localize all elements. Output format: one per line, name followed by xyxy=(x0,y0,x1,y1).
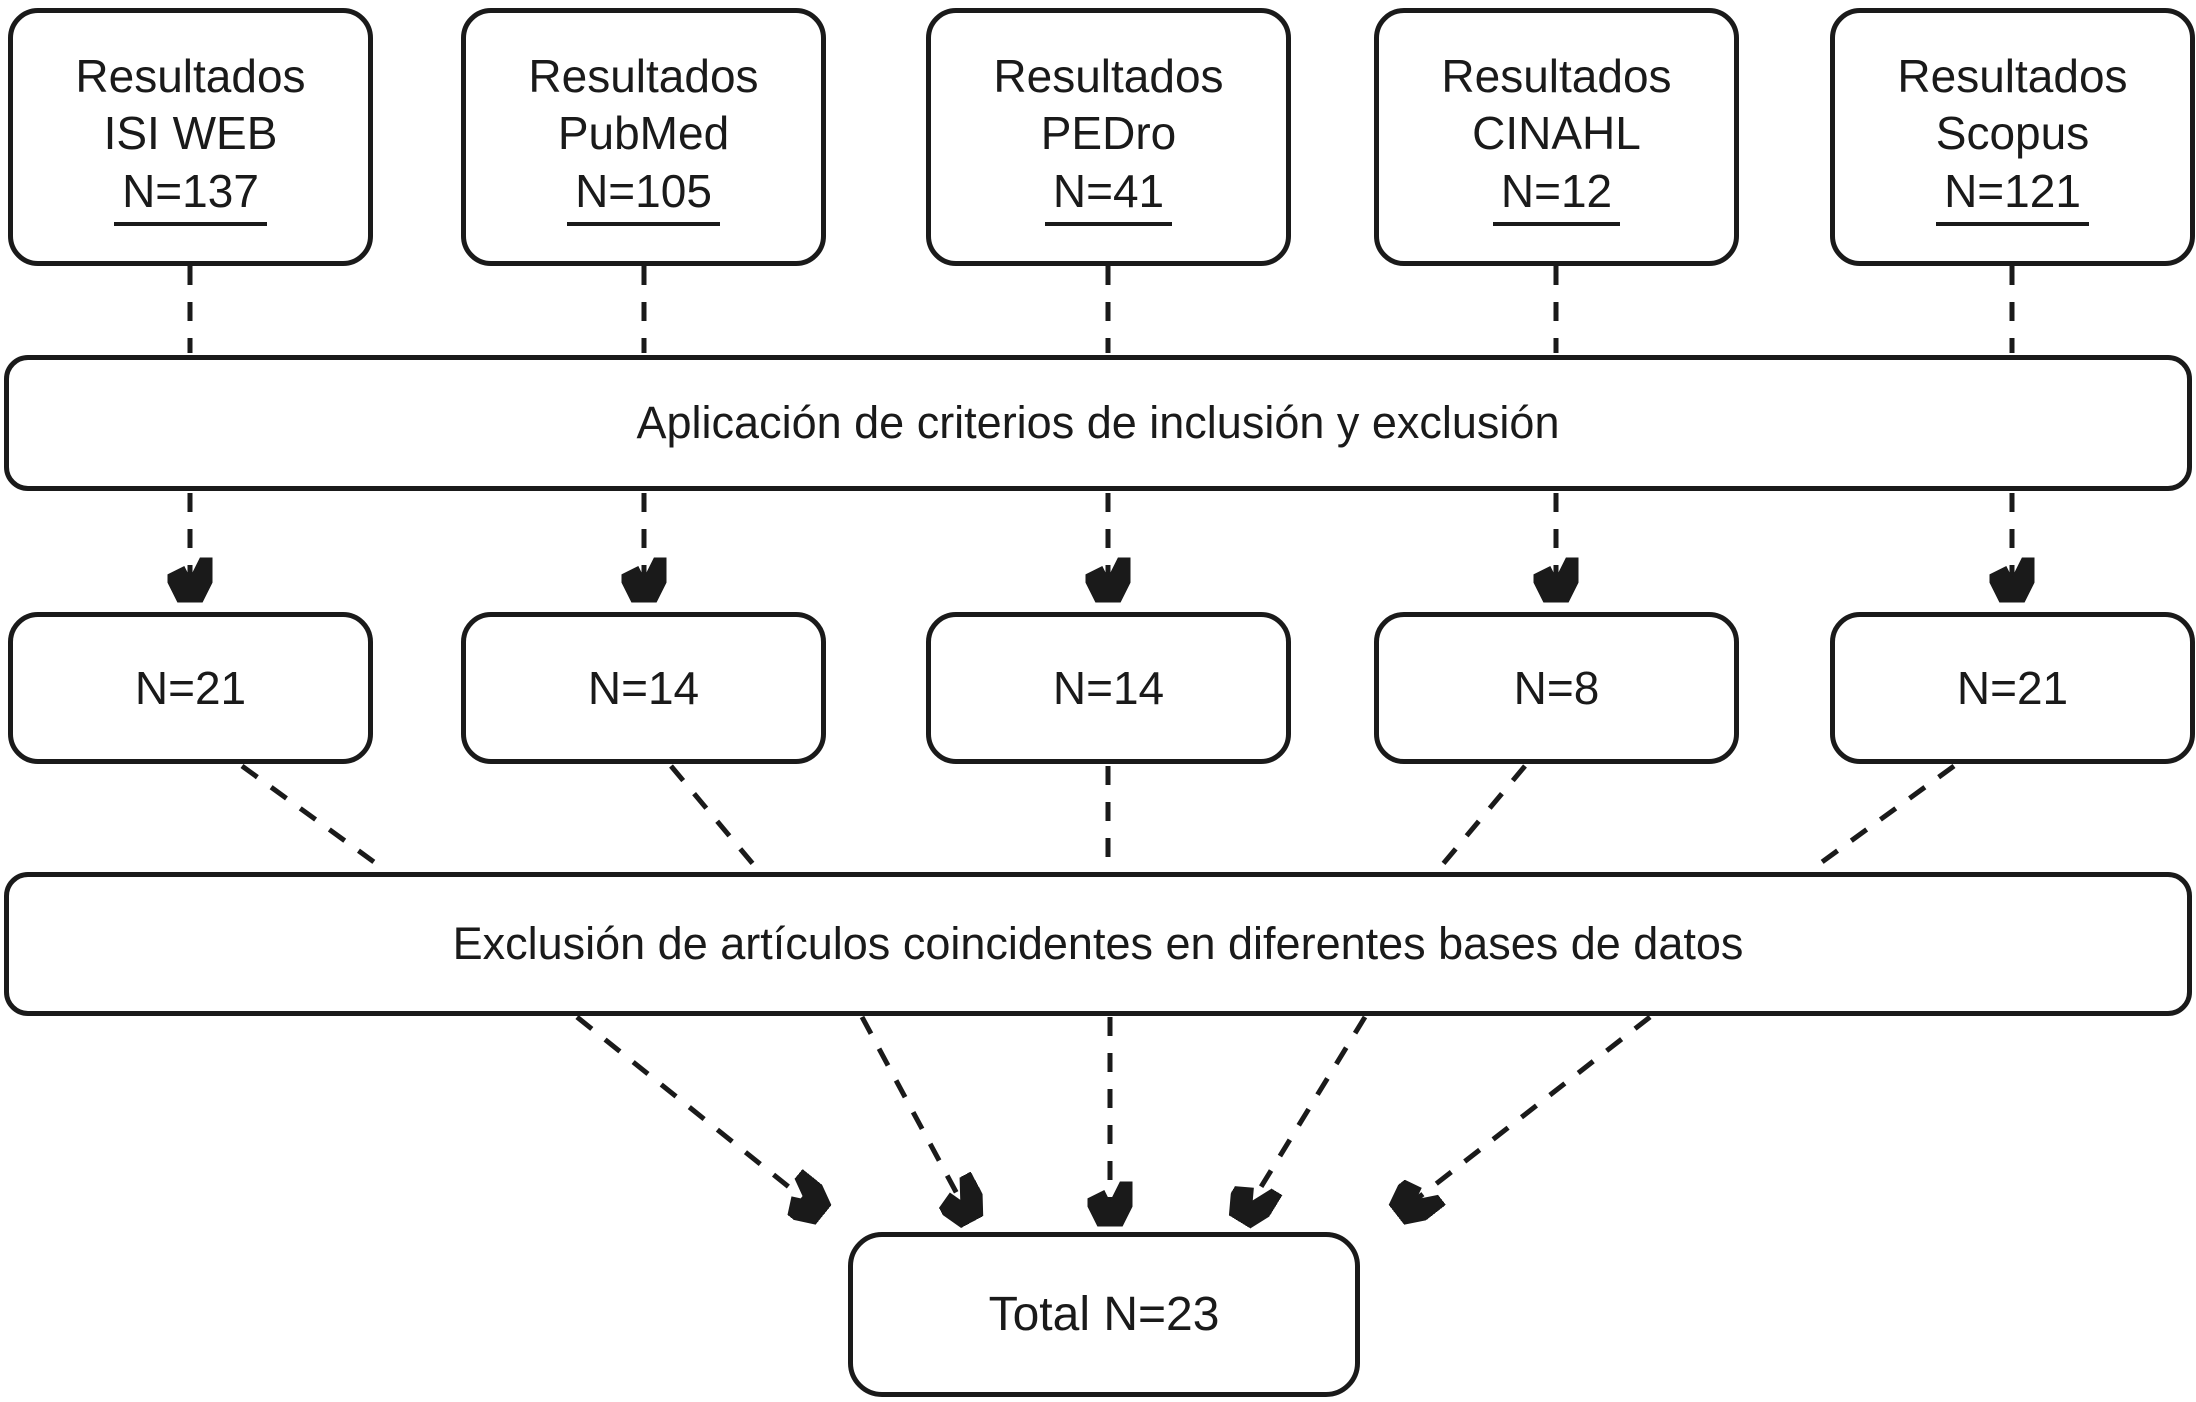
database-name: CINAHL xyxy=(1472,107,1641,160)
results-box-cinahl: Resultados CINAHL N=12 xyxy=(1374,8,1739,266)
step-band-duplicates-label: Exclusión de artículos coincidentes en d… xyxy=(452,918,1744,969)
database-name: ISI WEB xyxy=(103,107,278,160)
filtered-count: N=21 xyxy=(134,662,247,714)
filtered-count: N=14 xyxy=(587,662,700,714)
filtered-box-pedro: N=14 xyxy=(926,612,1291,764)
total-box: Total N=23 xyxy=(848,1232,1360,1397)
dashed-line-mid-col4 xyxy=(1436,764,1527,872)
filtered-count: N=8 xyxy=(1513,662,1600,714)
initial-count: N=105 xyxy=(567,163,720,226)
total-label: Total N=23 xyxy=(988,1288,1220,1341)
step-band-duplicates: Exclusión de artículos coincidentes en d… xyxy=(4,872,2192,1016)
arrow-band2-col4 xyxy=(1242,1015,1368,1218)
arrow-band2-col1 xyxy=(575,1015,820,1212)
database-name: PubMed xyxy=(557,107,730,160)
filtered-box-pubmed: N=14 xyxy=(461,612,826,764)
results-box-scopus: Resultados Scopus N=121 xyxy=(1830,8,2195,266)
initial-count: N=121 xyxy=(1936,163,2089,226)
filtered-box-scopus: N=21 xyxy=(1830,612,2195,764)
database-name: Scopus xyxy=(1935,107,2090,160)
results-box-isi-web: Resultados ISI WEB N=137 xyxy=(8,8,373,266)
dashed-line-mid-col5 xyxy=(1809,763,1956,873)
results-label: Resultados xyxy=(1897,50,2128,103)
filtered-box-isi-web: N=21 xyxy=(8,612,373,764)
filtered-box-cinahl: N=8 xyxy=(1374,612,1739,764)
database-name: PEDro xyxy=(1040,107,1177,160)
results-label: Resultados xyxy=(528,50,759,103)
arrow-band2-col5 xyxy=(1400,1015,1652,1212)
arrow-band2-col2 xyxy=(859,1015,970,1218)
filtered-count: N=21 xyxy=(1956,662,2069,714)
results-label: Resultados xyxy=(75,50,306,103)
results-label: Resultados xyxy=(993,50,1224,103)
step-band-criteria-label: Aplicación de criterios de inclusión y e… xyxy=(636,397,1560,448)
initial-count: N=137 xyxy=(114,163,267,226)
initial-count: N=12 xyxy=(1492,163,1621,226)
filtered-count: N=14 xyxy=(1052,662,1165,714)
results-box-pubmed: Resultados PubMed N=105 xyxy=(461,8,826,266)
results-label: Resultados xyxy=(1441,50,1672,103)
step-band-criteria: Aplicación de criterios de inclusión y e… xyxy=(4,355,2192,491)
results-box-pedro: Resultados PEDro N=41 xyxy=(926,8,1291,266)
initial-count: N=41 xyxy=(1044,163,1173,226)
dashed-line-mid-col1 xyxy=(240,763,387,873)
dashed-line-mid-col2 xyxy=(669,764,760,872)
